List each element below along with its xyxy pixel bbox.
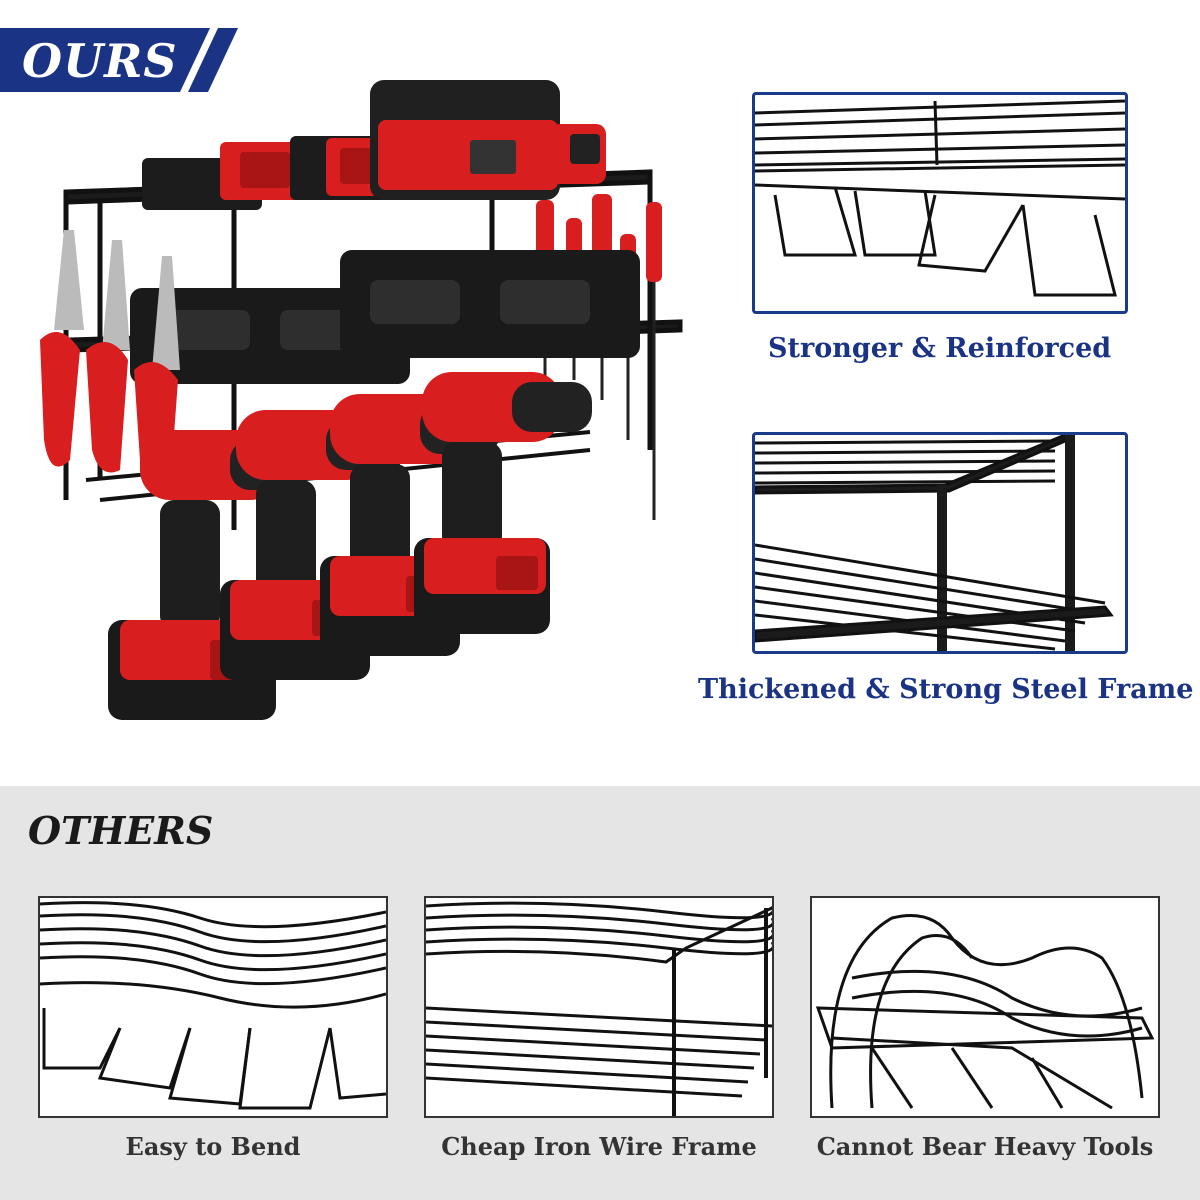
battery-group [142,136,410,210]
caption-cannot-bear-heavy-tools: Cannot Bear Heavy Tools [816,1132,1154,1161]
detail-steel-frame [752,432,1128,654]
caption-thickened-frame: Thickened & Strong Steel Frame [698,674,1194,705]
others-wire-frame-image [424,896,774,1118]
drills [108,372,592,720]
ours-banner: OURS [0,28,240,92]
ours-label: OURS [22,34,178,88]
charger-box [370,80,606,200]
product-hero-image [30,60,710,740]
caption-stronger-reinforced: Stronger & Reinforced [768,333,1112,364]
caption-easy-to-bend: Easy to Bend [125,1132,301,1161]
others-collapsed-rack-image [810,896,1160,1118]
others-bent-shelf-image [38,896,388,1118]
others-section: OTHERS Easy to Bend [0,786,1200,1200]
tool-cases [130,250,640,384]
ours-banner-shape [0,28,238,92]
detail-reinforced-shelf [752,92,1128,314]
others-label: OTHERS [28,808,214,853]
caption-cheap-iron-wire: Cheap Iron Wire Frame [441,1132,757,1161]
